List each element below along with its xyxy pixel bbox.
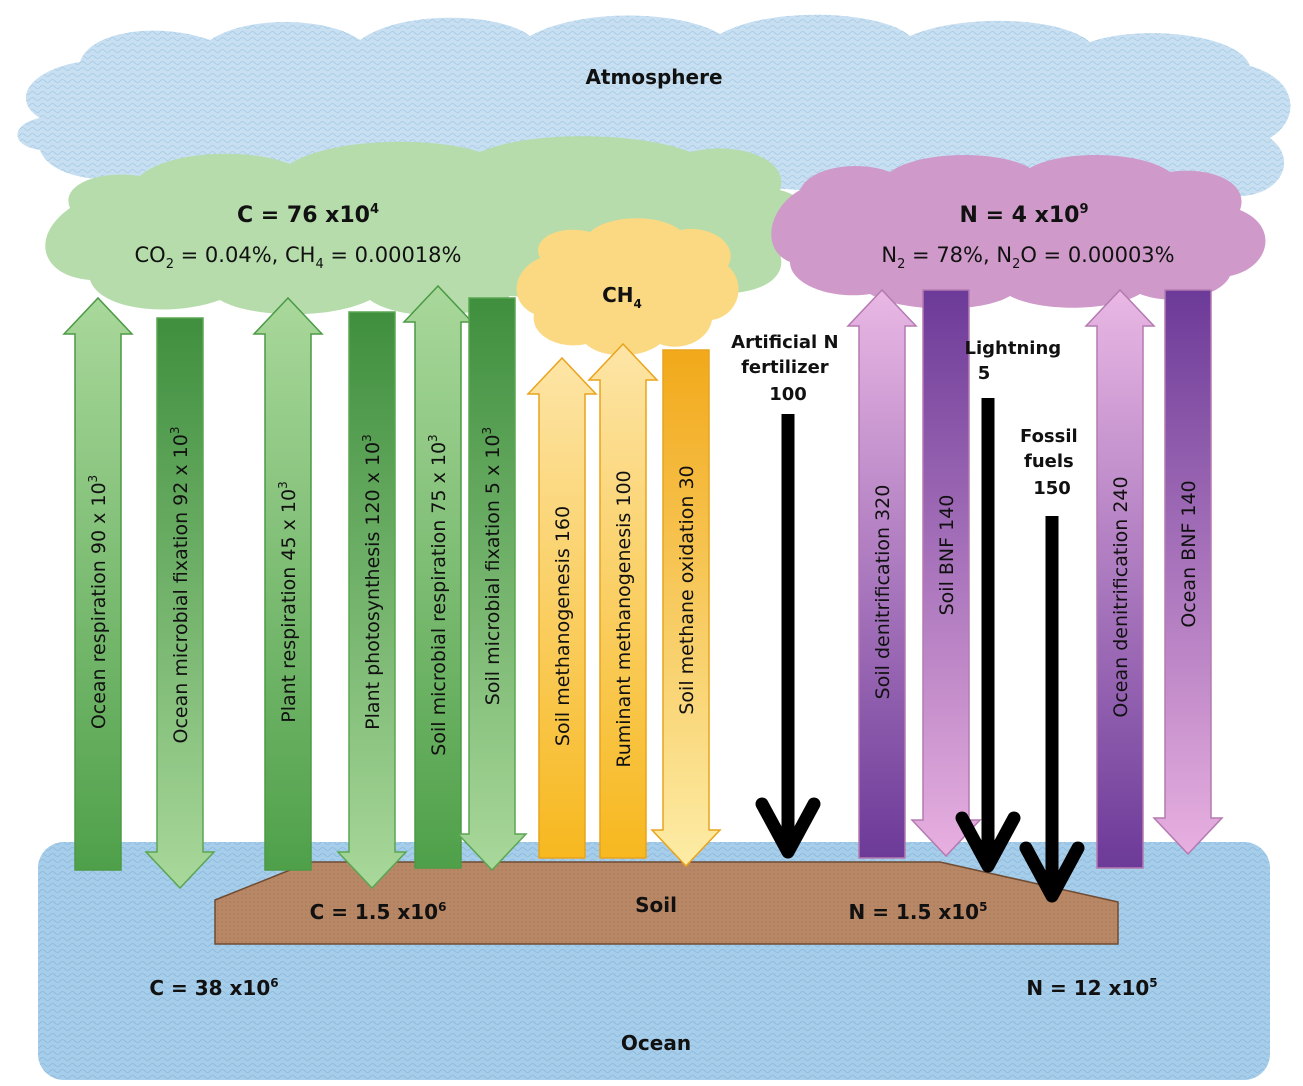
flux-arrows: Ocean respiration 90 x 103 Ocean microbia…	[62, 284, 1224, 903]
nitrogen-flux-1-label: Soil denitrification 320	[872, 485, 894, 700]
nitrogen-flux-4-arrow	[1152, 289, 1224, 856]
fertilizer-label: Artificial N fertilizer 100	[731, 332, 845, 405]
carbon-flux-5-arrow	[402, 284, 474, 869]
carbon-flux-4-label: Plant photosynthesis 120 x 103	[360, 434, 384, 730]
methane-cloud	[516, 218, 739, 356]
carbon-flux-3-label: Plant respiration 45 x 103	[276, 481, 300, 722]
lightning-label: Lightning 5	[965, 338, 1068, 384]
methane-flux-3-label: Soil methane oxidation 30	[676, 465, 698, 714]
carbon-flux-2-label: Ocean microbial fixation 92 x 103	[168, 427, 192, 744]
fossil-fuels-label: Fossil fuels 150	[1020, 426, 1084, 499]
methane-flux-2-label: Ruminant methanogenesis 100	[613, 470, 635, 767]
nitrogen-flux-4-label: Ocean BNF 140	[1178, 480, 1200, 627]
nitrogen-flux-3-label: Ocean denitrification 240	[1110, 476, 1132, 717]
carbon-flux-5-label: Soil microbial respiration 75 x 103	[426, 434, 450, 755]
nitrogen-pool-value: N = 4 x109	[960, 202, 1089, 228]
nitrogen-flux-3-arrow	[1084, 288, 1156, 869]
fertilizer-arrow-head	[755, 797, 821, 859]
carbon-flux-3-arrow	[252, 296, 324, 871]
carbon-flux-6-label: Soil microbial fixation 5 x 103	[480, 427, 504, 705]
carbon-flux-4-arrow	[336, 311, 408, 890]
nitrogen-gas-composition: N2 = 78%, N2O = 0.00003%	[881, 243, 1174, 272]
nitrogen-flux-2-arrow	[910, 289, 982, 858]
lightning-arrow-head	[955, 811, 1021, 873]
methane-flux-2-arrow	[587, 342, 659, 859]
carbon-pool-value: C = 76 x104	[237, 202, 379, 228]
carbon-gas-composition: CO2 = 0.04%, CH4 = 0.00018%	[135, 243, 462, 272]
carbon-flux-1-arrow	[62, 296, 134, 871]
ocean-nitrogen-value: N = 12 x105	[1026, 976, 1157, 1000]
methane-flux-3-arrow	[650, 349, 722, 868]
nitrogen-cloud	[771, 154, 1266, 309]
soil-label: Soil	[635, 893, 677, 917]
atmosphere-label: Atmosphere	[585, 65, 722, 89]
carbon-flux-2-arrow	[144, 317, 216, 890]
soil-region	[214, 861, 1119, 945]
ocean-carbon-value: C = 38 x106	[149, 976, 278, 1000]
nitrogen-flux-1-arrow	[846, 288, 918, 859]
nitrogen-flux-2-label: Soil BNF 140	[936, 495, 958, 616]
methane-flux-1-label: Soil methanogenesis 160	[552, 506, 574, 746]
ocean-label: Ocean	[621, 1031, 691, 1055]
carbon-flux-1-label: Ocean respiration 90 x 103	[86, 475, 110, 729]
fossil-fuels-arrow-head	[1019, 841, 1085, 903]
carbon-flux-6-arrow	[456, 297, 528, 872]
soil-nitrogen-value: N = 1.5 x105	[849, 900, 988, 924]
methane-flux-1-arrow	[526, 356, 598, 859]
methane-pool-label: CH4	[602, 283, 642, 311]
soil-carbon-value: C = 1.5 x106	[310, 900, 447, 924]
